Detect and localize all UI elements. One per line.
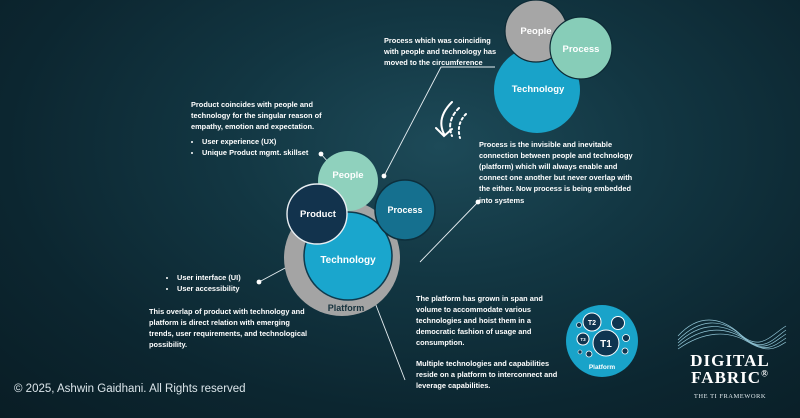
connector-top [383,66,495,177]
curved-arrow-icon [435,101,467,139]
mini-t2-circle [582,312,602,332]
brand-line2: FABRIC® [672,368,788,388]
mini-bubble [611,316,625,330]
mini-t1-circle [592,329,620,357]
bullet-item: Unique Product mgmt. skillset [202,147,331,158]
platform-callout-2: Multiple technologies and capabilities r… [416,359,558,391]
brand-wave-logo [677,319,787,350]
product-callout: Product coincides with people and techno… [191,99,331,159]
connector-dot-top [381,173,387,179]
bullet-item: User experience (UX) [202,136,331,147]
connector-dot-product [318,151,324,157]
technology-label: Technology [320,255,376,266]
mini-t1-label: T1 [600,339,612,350]
connector-dot-tech [256,279,262,285]
connector-dot-process [475,199,481,205]
top-process-circle [549,16,613,80]
mini-t3-circle [576,332,590,346]
copyright: © 2025, Ashwin Gaidhani. All Rights rese… [14,383,246,395]
overlap-callout: This overlap of product with technology … [149,307,308,350]
process-circle [374,179,436,241]
mini-platform-label: Platform [589,364,616,371]
brand-tagline: THE TI FRAMEWORK [693,392,767,400]
bullet-item: User interface (UI) [177,272,276,283]
tech-bullets: User interface (UI) User accessibility [166,272,276,294]
people-label: People [332,170,363,181]
mini-bubble [576,322,582,328]
top-process-label: Process [563,44,600,55]
connector-process [419,201,479,263]
process-callout: Process is the invisible and inevitable … [479,140,633,205]
brand-logo: DIGITAL FABRIC® THE TI FRAMEWORK [672,318,788,400]
platform-label: Platform [328,303,365,313]
mini-bubble [622,334,630,342]
mini-t3-label: T3 [580,337,586,342]
mini-bubble [585,350,593,358]
mini-bubble [621,347,629,355]
top-technology-label: Technology [512,84,565,95]
mini-bubble [577,349,583,355]
registered-mark: ® [761,368,769,379]
tech-callout: User interface (UI) User accessibility [166,272,276,294]
top-people-label: People [520,26,551,37]
top-callout: Process which was coinciding with people… [384,36,497,68]
product-label: Product [300,209,337,220]
product-circle [286,183,348,245]
bullet-item: User accessibility [177,283,276,294]
process-label: Process [387,205,422,215]
product-callout-heading: Product coincides with people and techno… [191,100,322,132]
brand-line2-text: FABRIC [691,368,762,387]
platform-callout-1: The platform has grown in span and volum… [416,294,543,348]
brand-line1: DIGITAL [690,351,770,370]
product-bullets: User experience (UX) Unique Product mgmt… [191,136,331,158]
mini-t2-label: T2 [588,320,596,327]
